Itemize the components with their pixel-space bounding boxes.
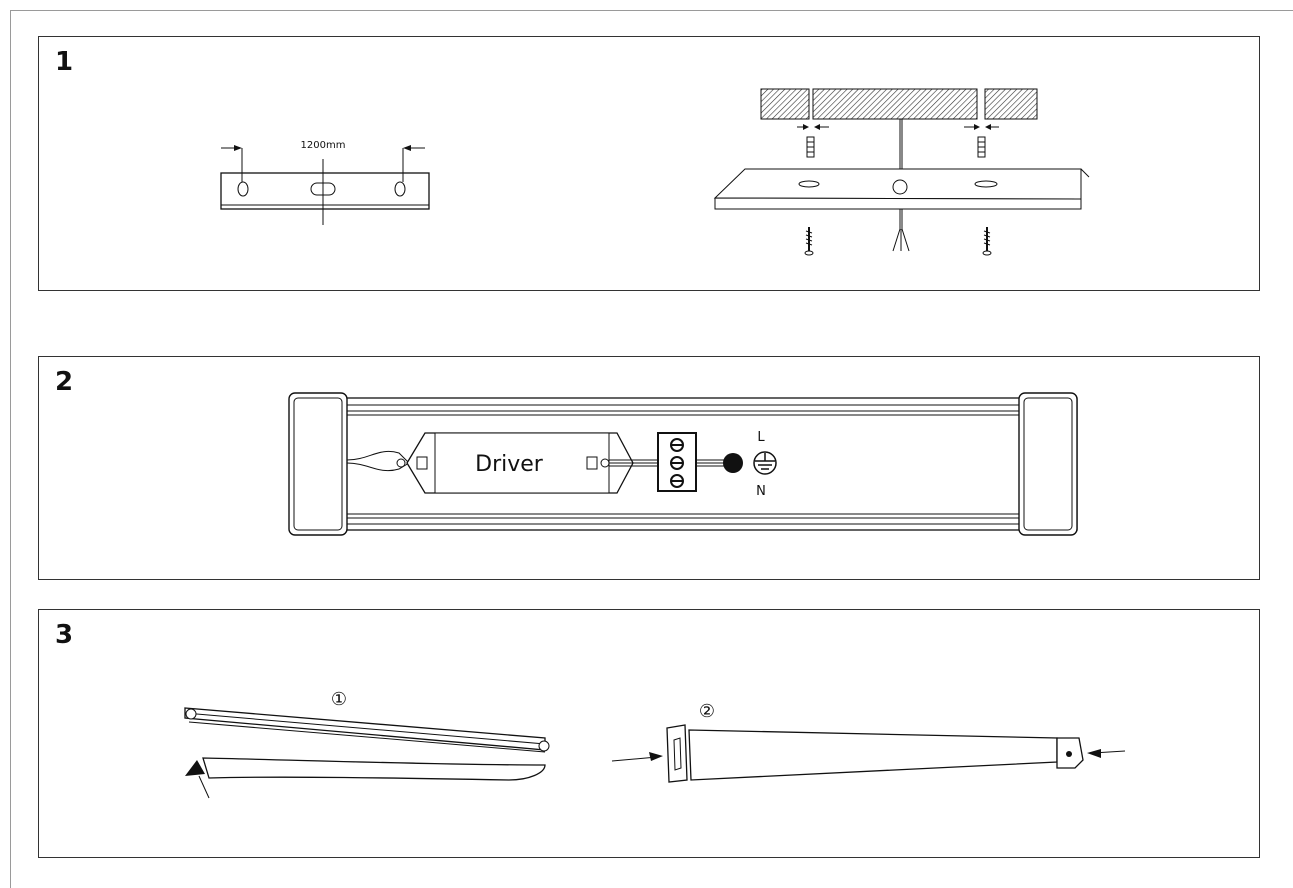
step-3-number: 3 bbox=[55, 620, 74, 650]
diffuser-removal bbox=[184, 707, 550, 799]
end-cap-left bbox=[288, 392, 348, 536]
page-frame bbox=[10, 10, 1293, 888]
step-3-illustration: ① ② bbox=[184, 689, 1126, 799]
end-cap-fitting bbox=[666, 724, 1084, 783]
driver-box bbox=[396, 432, 634, 494]
screw-icon bbox=[804, 227, 992, 256]
driver-wires bbox=[346, 451, 410, 472]
driver-label: Driver bbox=[475, 452, 544, 477]
earth-ground-icon bbox=[753, 451, 777, 475]
wall-plug-icon bbox=[806, 136, 986, 158]
arrow-icon bbox=[611, 749, 1126, 762]
terminal-block-icon bbox=[657, 432, 697, 492]
step-2-number: 2 bbox=[55, 367, 74, 397]
ceiling-hatched bbox=[760, 88, 1038, 120]
step-2-illustration: Driver L N bbox=[288, 392, 1078, 536]
substep-1-label: ① bbox=[331, 689, 347, 710]
substep-2-label: ② bbox=[699, 701, 715, 722]
mounting-plate bbox=[220, 159, 430, 225]
neutral-label: N bbox=[756, 484, 766, 499]
cable-gland bbox=[723, 453, 743, 473]
end-cap-right bbox=[1018, 392, 1078, 536]
live-label: L bbox=[757, 430, 765, 445]
output-wires bbox=[609, 459, 725, 467]
hole-gap-arrows bbox=[797, 124, 999, 130]
dimension-arrows bbox=[221, 145, 425, 182]
fixture-backplate bbox=[713, 168, 1090, 210]
step-2-panel: 2 Driver bbox=[38, 356, 1260, 580]
step-3-panel: 3 ① ② bbox=[38, 609, 1260, 858]
step-1-number: 1 bbox=[55, 47, 74, 77]
step-1-illustration: 1200mm bbox=[220, 88, 1090, 256]
dimension-label: 1200mm bbox=[301, 140, 346, 151]
step-1-panel: 1 1200mm bbox=[38, 36, 1260, 291]
